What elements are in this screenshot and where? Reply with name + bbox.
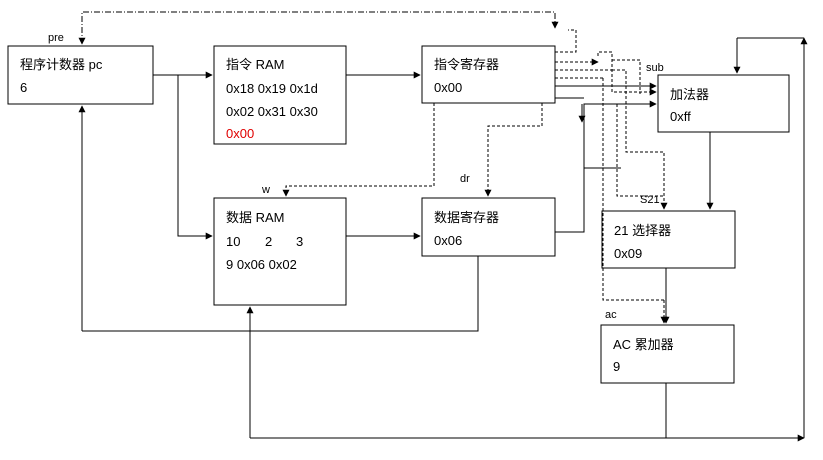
signal-w: w xyxy=(261,184,270,196)
mux-title: 21 选择器 xyxy=(614,223,671,238)
data-ram-block: 数据 RAM 10 2 3 9 0x06 0x02 xyxy=(213,197,347,306)
iram-highlight: 0x00 xyxy=(226,126,254,141)
adder-block: 加法器 0xff xyxy=(657,74,790,133)
instruction-ram-block: 指令 RAM 0x18 0x19 0x1d 0x02 0x31 0x30 0x0… xyxy=(213,45,347,145)
pc-title: 程序计数器 pc xyxy=(20,57,103,72)
ir-value: 0x00 xyxy=(434,80,462,95)
data-register-block: 数据寄存器 0x06 xyxy=(421,197,556,257)
iram-row-2: 0x02 0x31 0x30 xyxy=(226,104,318,119)
adder-title: 加法器 xyxy=(670,87,709,102)
dr-value: 0x06 xyxy=(434,233,462,248)
signal-ac: ac xyxy=(605,309,617,321)
signal-dr: dr xyxy=(460,173,470,185)
adder-value: 0xff xyxy=(670,109,691,124)
ac-title: AC 累加器 xyxy=(613,337,674,352)
signal-s21: S21 xyxy=(640,194,660,206)
ac-value: 9 xyxy=(613,359,620,374)
instruction-register-block: 指令寄存器 0x00 xyxy=(421,45,556,104)
mux-value: 0x09 xyxy=(614,246,642,261)
pc-value: 6 xyxy=(20,80,27,95)
control-wires xyxy=(78,11,668,324)
dram-title: 数据 RAM xyxy=(226,210,285,225)
pc-block: 程序计数器 pc 6 xyxy=(7,45,154,105)
mux-block: 21 选择器 0x09 xyxy=(601,210,736,269)
dram-row1-a: 10 xyxy=(226,234,240,249)
accumulator-block: AC 累加器 9 xyxy=(600,324,735,384)
data-wires xyxy=(78,37,808,442)
dram-row2: 9 0x06 0x02 xyxy=(226,257,297,272)
signal-pre: pre xyxy=(48,32,64,44)
dram-row1-c: 3 xyxy=(296,234,303,249)
iram-title: 指令 RAM xyxy=(226,57,285,72)
iram-row-1: 0x18 0x19 0x1d xyxy=(226,81,318,96)
dram-row1-b: 2 xyxy=(265,234,272,249)
dr-title: 数据寄存器 xyxy=(434,210,499,225)
ir-title: 指令寄存器 xyxy=(434,57,499,72)
signal-sub: sub xyxy=(646,62,664,74)
